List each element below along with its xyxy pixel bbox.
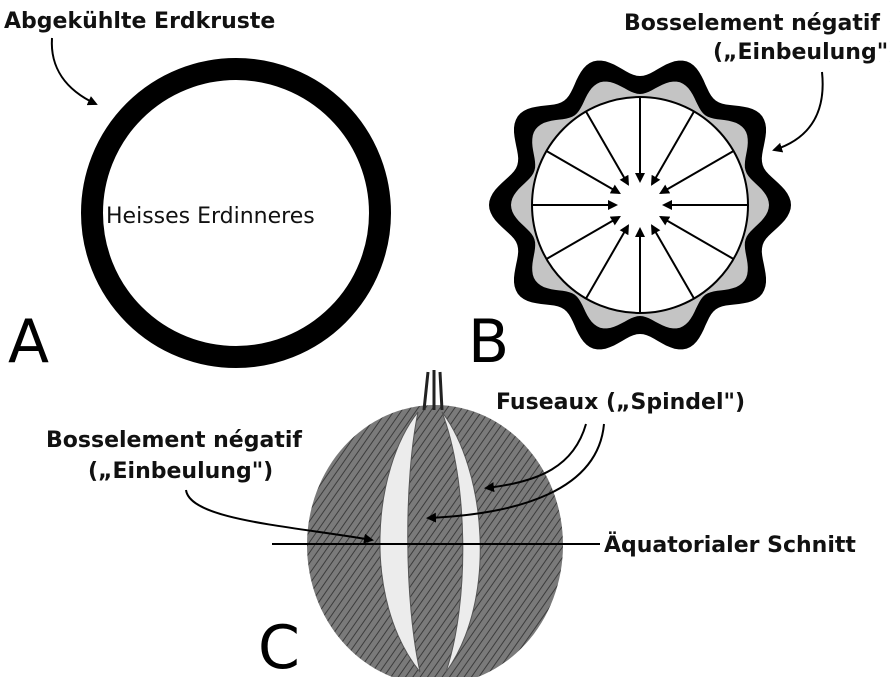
bosselement-label-line2: („Einbeulung") — [713, 40, 890, 65]
panel-b-letter: B — [468, 307, 509, 377]
bosselement-c-label-line1: Bosselement négatif — [46, 428, 302, 453]
bosselement-label-line1: Bosselement négatif — [624, 11, 880, 36]
panel-b: Bosselement négatif („Einbeulung") B — [468, 11, 890, 377]
globe-body — [307, 405, 563, 677]
panel-a: Abgekühlte Erdkruste Heisses Erdinneres … — [4, 9, 380, 377]
panel-c-letter: C — [258, 613, 300, 677]
globe-top-tuft — [424, 370, 442, 410]
bosselement-c-label-line2: („Einbeulung") — [88, 459, 273, 484]
panel-c: Äquatorialer Schnitt Fuseaux („Spindel")… — [46, 370, 856, 677]
interior-label: Heisses Erdinneres — [106, 204, 315, 229]
crust-label: Abgekühlte Erdkruste — [4, 9, 275, 34]
fuseaux-label: Fuseaux („Spindel") — [496, 390, 745, 415]
equator-label: Äquatorialer Schnitt — [604, 532, 856, 558]
bosselement-label-arrow — [774, 72, 823, 150]
crust-label-arrow — [52, 38, 96, 104]
panel-a-letter: A — [8, 307, 49, 377]
